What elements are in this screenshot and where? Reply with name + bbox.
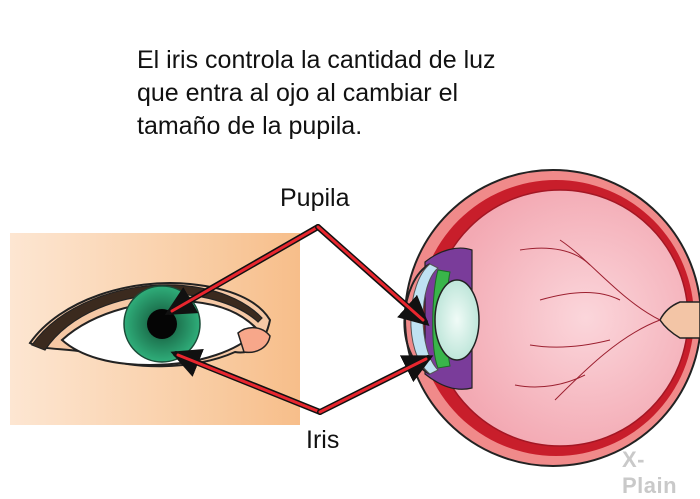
watermark-logo: X-Plain — [622, 447, 678, 498]
label-pupila: Pupila — [280, 184, 350, 212]
arrow-iris-section-red — [318, 357, 428, 414]
external-eye — [28, 282, 272, 368]
arrow-pupila-external-red — [170, 225, 320, 313]
caption-line-3: tamaño de la pupila. — [137, 112, 363, 140]
eye-diagram — [10, 169, 700, 467]
anterior-chamber — [410, 263, 439, 375]
diagram-stage: El iris controla la cantidad de luz que … — [10, 44, 700, 498]
eyelashes-icon — [31, 284, 263, 351]
label-iris: Iris — [306, 426, 340, 454]
pupil-disc — [147, 309, 177, 339]
arrows — [164, 224, 434, 415]
arrow-pupila-section-red — [316, 225, 425, 322]
caption-text: El iris controla la cantidad de luz que … — [137, 44, 567, 143]
eyeball-cross-section — [403, 169, 700, 467]
caption-line-2: que entra al ojo al cambiar el — [137, 79, 459, 107]
caption-line-1: El iris controla la cantidad de luz — [137, 46, 496, 74]
arrow-iris-external-red — [176, 353, 322, 414]
lens — [434, 279, 480, 361]
tear-duct — [237, 327, 271, 354]
optic-nerve — [659, 301, 700, 339]
retinal-vessels — [514, 239, 661, 401]
